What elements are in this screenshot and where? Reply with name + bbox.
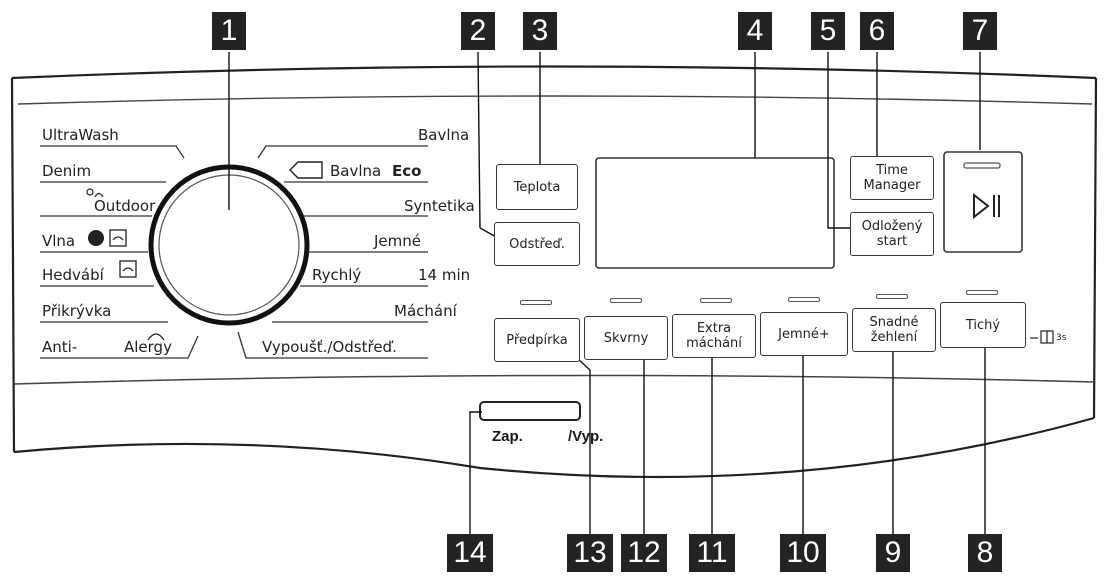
program-ultrawash: UltraWash [42,126,119,144]
wool-icon [88,229,127,247]
extra-rinse-indicator [700,298,732,303]
panel-right-edge [1092,77,1098,419]
easy-iron-label-1: Snadné [869,315,919,330]
gentle-plus-label: Jemné+ [778,326,830,342]
dial-line-ultrawash [40,145,185,159]
callout-2: 2 [461,12,495,50]
dial-line-vypousteni [237,331,428,359]
stains-label: Skvrny [603,330,649,346]
time-manager-button[interactable]: Time Manager [850,156,934,200]
dial-line-bavlna [257,145,428,159]
callout-7: 7 [963,12,997,50]
delay-start-label-1: Odložený [861,219,923,234]
callout-5: 5 [811,12,845,50]
time-manager-label-2: Manager [863,178,921,193]
stains-button[interactable]: Skvrny [584,316,668,360]
panel-top-edge [11,65,1097,80]
child-lock-label: 3s [1056,333,1067,343]
easy-iron-indicator [876,294,908,299]
callout-3: 3 [523,12,557,50]
temperature-label: Teplota [513,179,561,195]
quiet-button[interactable]: Tichý [940,302,1026,348]
callout-13: 13 [567,534,613,572]
callout-8: 8 [968,534,1002,572]
time-manager-label-1: Time [876,163,908,178]
panel-bottom-edge [13,416,1095,479]
program-syntetika: Syntetika [404,197,475,215]
start-pause-icon [973,192,990,220]
program-prikryvka: Přikrývka [42,302,112,320]
power-on-label: Zap. [492,428,523,445]
callout-11: 11 [689,534,735,572]
callout-12: 12 [621,534,667,572]
outdoor-icon [86,188,104,198]
program-vlna: Vlna [42,232,76,250]
child-lock-icon [1030,330,1054,344]
power-off-label: /Vyp. [568,428,604,445]
gentle-plus-button[interactable]: Jemné+ [760,312,848,356]
quiet-label: Tichý [965,317,1001,333]
delay-start-button[interactable]: Odložený start [850,212,934,256]
leader-5 [827,52,852,229]
start-pause-indicator [963,162,1001,169]
extra-rinse-label-1: Extra [696,321,732,336]
program-hedvabi: Hedvábí [42,266,104,284]
callout-9: 9 [876,534,910,572]
extra-rinse-label-2: máchání [686,336,742,351]
power-button[interactable] [479,401,581,421]
leader-2 [477,51,481,229]
lcd-display [595,157,835,269]
callout-14: 14 [447,534,493,572]
prewash-label: Předpírka [506,332,568,348]
callout-1: 1 [212,12,246,50]
dial-line-antialergy [40,335,199,359]
program-rychly: Rychlý [312,266,362,284]
hand-wash-icon [119,260,137,278]
prewash-indicator [520,300,552,305]
program-antialergy-2: Alergy [124,338,172,356]
panel-left-edge [10,77,16,453]
panel-inner-top [17,95,1093,105]
program-antialergy-1: Anti- [42,338,78,356]
program-jemne: Jemné [374,232,421,250]
gentle-plus-indicator [788,297,820,302]
easy-iron-button[interactable]: Snadné žehlení [852,308,936,352]
spin-label: Odstřeď. [509,236,565,252]
program-14min: 14 min [418,266,471,284]
program-bavlna: Bavlna [418,126,470,144]
temperature-button[interactable]: Teplota [496,164,578,210]
leader-14 [469,411,482,534]
panel-divider [13,374,1095,385]
program-denim: Denim [42,162,92,180]
allergy-icon [147,333,165,341]
callout-6: 6 [860,12,894,50]
program-machani: Máchání [394,302,457,320]
program-bavlna-eco-2: Eco [392,162,422,180]
callout-10: 10 [780,534,826,572]
program-bavlna-eco-1: Bavlna [330,162,382,180]
prewash-button[interactable]: Předpírka [494,318,580,362]
delay-start-label-2: start [876,234,908,249]
program-vypousteni: Vypoušť./Odstřeď. [262,338,397,356]
stains-indicator [610,298,642,303]
easy-iron-label-2: žehlení [870,330,918,345]
extra-rinse-button[interactable]: Extra máchání [672,314,756,358]
callout-4: 4 [738,12,772,50]
eco-tag-icon [289,161,323,179]
quiet-indicator [966,290,998,295]
spin-button[interactable]: Odstřeď. [494,222,580,266]
program-outdoor: Outdoor [94,197,156,215]
